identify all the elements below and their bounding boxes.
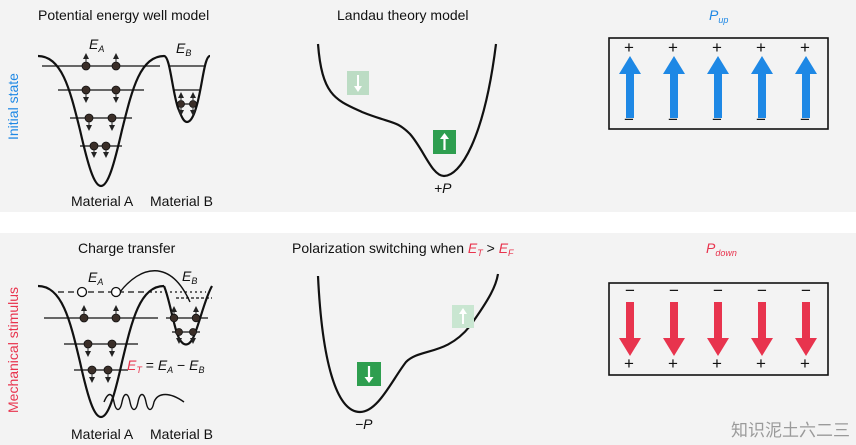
faded-dipole-bottom xyxy=(452,305,474,328)
charge-sign: + xyxy=(712,38,722,57)
transfer-arc xyxy=(119,270,191,303)
faded-dipole-top xyxy=(347,71,369,95)
level-eb-label-top: EB xyxy=(176,40,192,58)
charge-sign: + xyxy=(800,38,810,57)
material-a-label-top: Material A xyxy=(71,193,134,209)
material-b-label-top: Material B xyxy=(150,193,214,209)
active-dipole-top xyxy=(433,130,456,154)
charge-sign: − xyxy=(757,281,767,300)
mechanical-wave xyxy=(103,393,185,411)
material-b-label-bottom: Material B xyxy=(150,426,214,442)
charge-sign: − xyxy=(800,110,810,129)
level-ea-label-bottom: EA xyxy=(88,269,104,287)
charge-sign: + xyxy=(624,354,634,373)
level-ea-label-top: EA xyxy=(89,36,105,54)
charge-sign: + xyxy=(800,354,810,373)
charge-transfer-title: Charge transfer xyxy=(78,240,176,256)
level-eb-label-bottom: EB xyxy=(182,268,198,286)
charge-sign: − xyxy=(624,110,634,129)
material-a-label-bottom: Material A xyxy=(71,426,134,442)
plus-p-label: +P xyxy=(434,180,452,196)
watermark: 知识泥土六二三 xyxy=(731,421,850,440)
well-model-title: Potential energy well model xyxy=(38,7,210,23)
landau-model-title: Landau theory model xyxy=(337,7,469,23)
pup-arrows xyxy=(619,56,817,118)
charge-sign: + xyxy=(712,354,722,373)
charge-sign: + xyxy=(668,354,678,373)
spin-marks-top xyxy=(83,53,196,158)
charge-sign: + xyxy=(756,354,766,373)
landau-curve-bottom xyxy=(316,273,500,414)
electrons-bottom xyxy=(79,313,201,375)
pdown-arrows xyxy=(619,302,817,356)
charge-sign: + xyxy=(756,38,766,57)
active-dipole-bottom xyxy=(357,362,381,386)
charge-sign: − xyxy=(669,281,679,300)
holes-bottom xyxy=(76,286,122,298)
transfer-energy-equation: ET = EA − EB xyxy=(127,357,205,375)
charge-sign: − xyxy=(668,110,678,129)
well-a-top xyxy=(37,54,165,188)
charge-sign: − xyxy=(625,281,635,300)
charge-sign: + xyxy=(624,38,634,57)
p-up-label: Pup xyxy=(709,7,729,25)
p-down-label: Pdown xyxy=(706,240,737,258)
charge-sign: − xyxy=(801,281,811,300)
charge-sign: − xyxy=(713,281,723,300)
eq-et: ET xyxy=(127,357,142,375)
minus-p-label: −P xyxy=(355,416,373,432)
well-b-top xyxy=(163,54,211,124)
landau-curve-top xyxy=(316,43,498,178)
polarization-switching-title: Polarization switching when ET > EF xyxy=(292,240,514,258)
charge-sign: − xyxy=(712,110,722,129)
charge-sign: − xyxy=(756,110,766,129)
spin-marks-bottom xyxy=(81,305,199,383)
charge-sign: + xyxy=(668,38,678,57)
